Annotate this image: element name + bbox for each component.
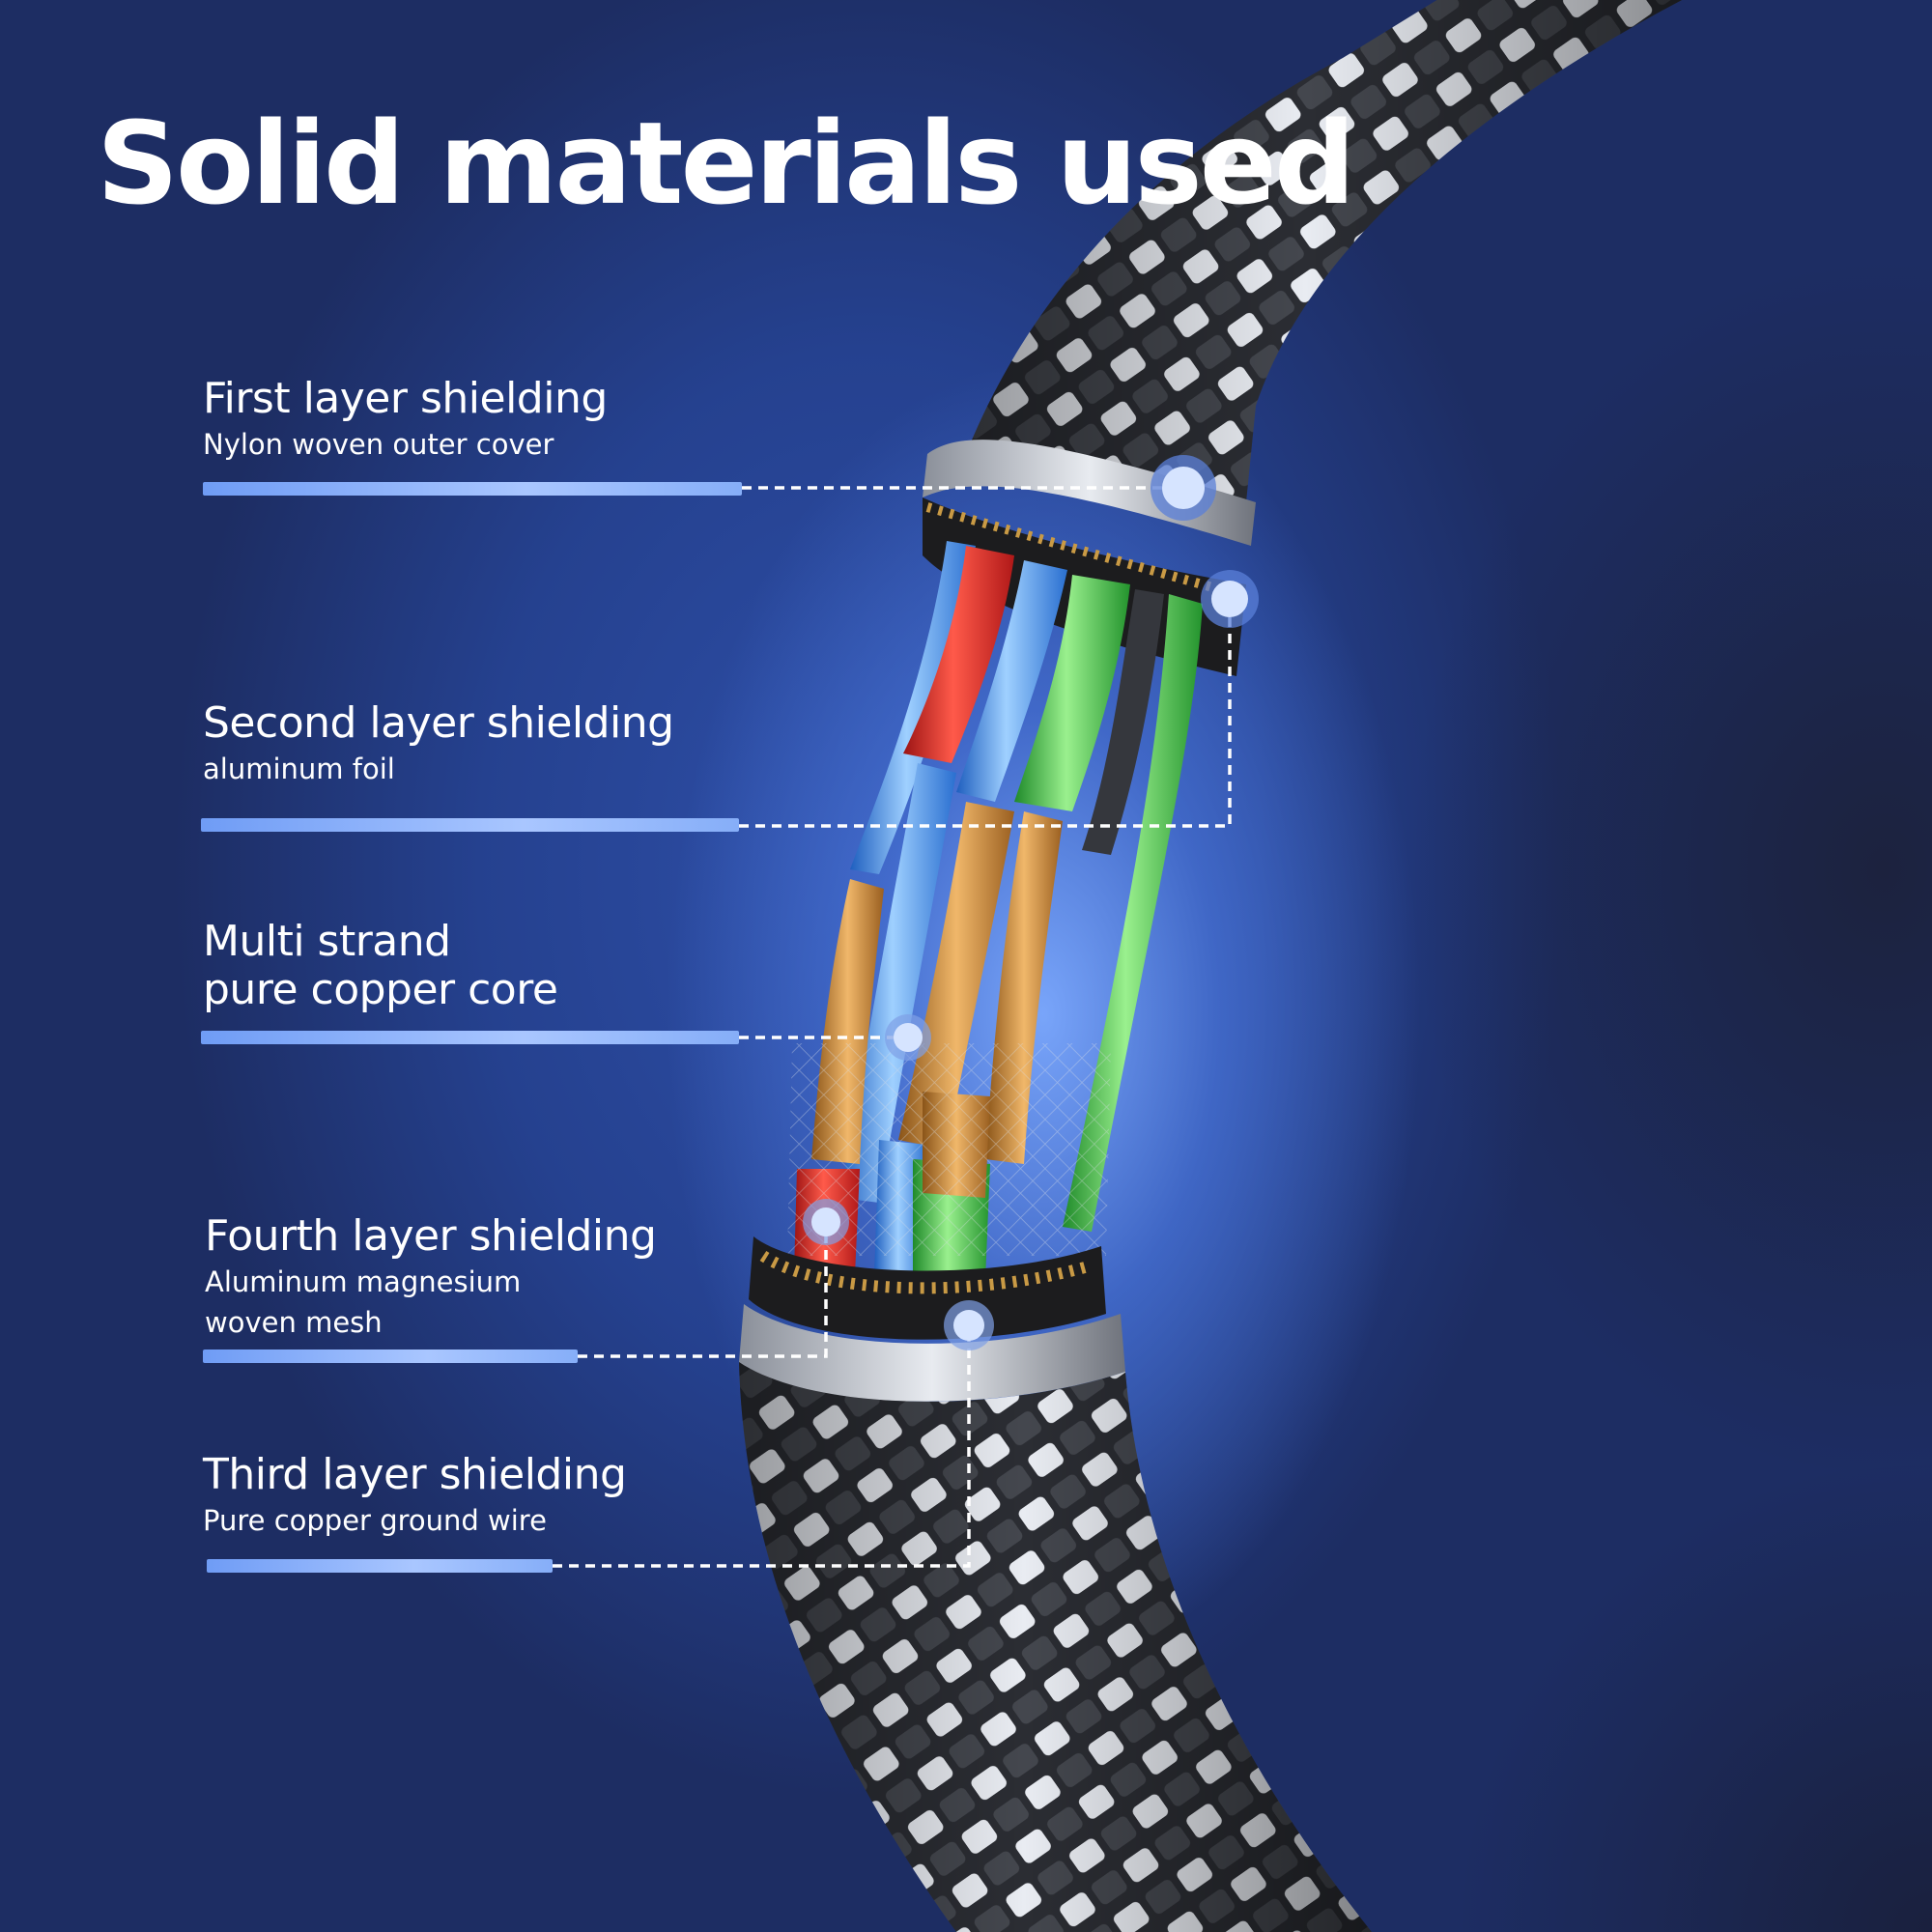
callout-subtitle-line-2: woven mesh bbox=[205, 1306, 383, 1339]
accent-bar-3 bbox=[201, 1031, 739, 1044]
accent-bar-2 bbox=[201, 818, 739, 832]
accent-bar-1 bbox=[203, 482, 742, 496]
callout-second-layer: Second layer shielding aluminum foil bbox=[203, 699, 674, 788]
connector-4 bbox=[578, 1219, 828, 1358]
callout-third-layer: Third layer shielding Pure copper ground… bbox=[203, 1450, 627, 1540]
accent-bar-4 bbox=[203, 1350, 578, 1363]
callout-copper-core: Multi strand pure copper core bbox=[203, 917, 558, 1014]
callout-title: Third layer shielding bbox=[203, 1450, 627, 1499]
callout-subtitle: aluminum foil bbox=[203, 753, 395, 785]
callout-title: Second layer shielding bbox=[203, 698, 674, 748]
callout-first-layer: First layer shielding Nylon woven outer … bbox=[203, 375, 608, 464]
inner-wires bbox=[787, 541, 1203, 1280]
accent-bar-5 bbox=[207, 1559, 553, 1573]
connector-lines bbox=[553, 486, 1232, 1568]
lower-foil-ring bbox=[739, 1236, 1125, 1402]
callout-fourth-layer: Fourth layer shielding Aluminum magnesiu… bbox=[205, 1211, 657, 1342]
upper-cable-braid bbox=[966, 0, 1683, 502]
marker-4 bbox=[803, 1199, 849, 1245]
callout-title-line-2: pure copper core bbox=[203, 965, 558, 1014]
connector-2 bbox=[739, 599, 1232, 828]
page-title: Solid materials used bbox=[97, 97, 1355, 230]
callout-title: Fourth layer shielding bbox=[205, 1211, 657, 1261]
connector-5 bbox=[553, 1325, 971, 1568]
callout-subtitle: Nylon woven outer cover bbox=[203, 428, 554, 461]
marker-5 bbox=[944, 1300, 994, 1350]
marker-3 bbox=[885, 1014, 931, 1061]
callout-subtitle-line-1: Aluminum magnesium bbox=[205, 1265, 522, 1298]
lower-cable-braid bbox=[739, 1362, 1372, 1932]
callout-subtitle: Pure copper ground wire bbox=[203, 1504, 547, 1537]
layer-markers bbox=[803, 455, 1259, 1350]
marker-1 bbox=[1151, 455, 1216, 521]
marker-2 bbox=[1201, 570, 1259, 628]
callout-title-line-1: Multi strand bbox=[203, 917, 451, 966]
callout-title: First layer shielding bbox=[203, 374, 608, 423]
